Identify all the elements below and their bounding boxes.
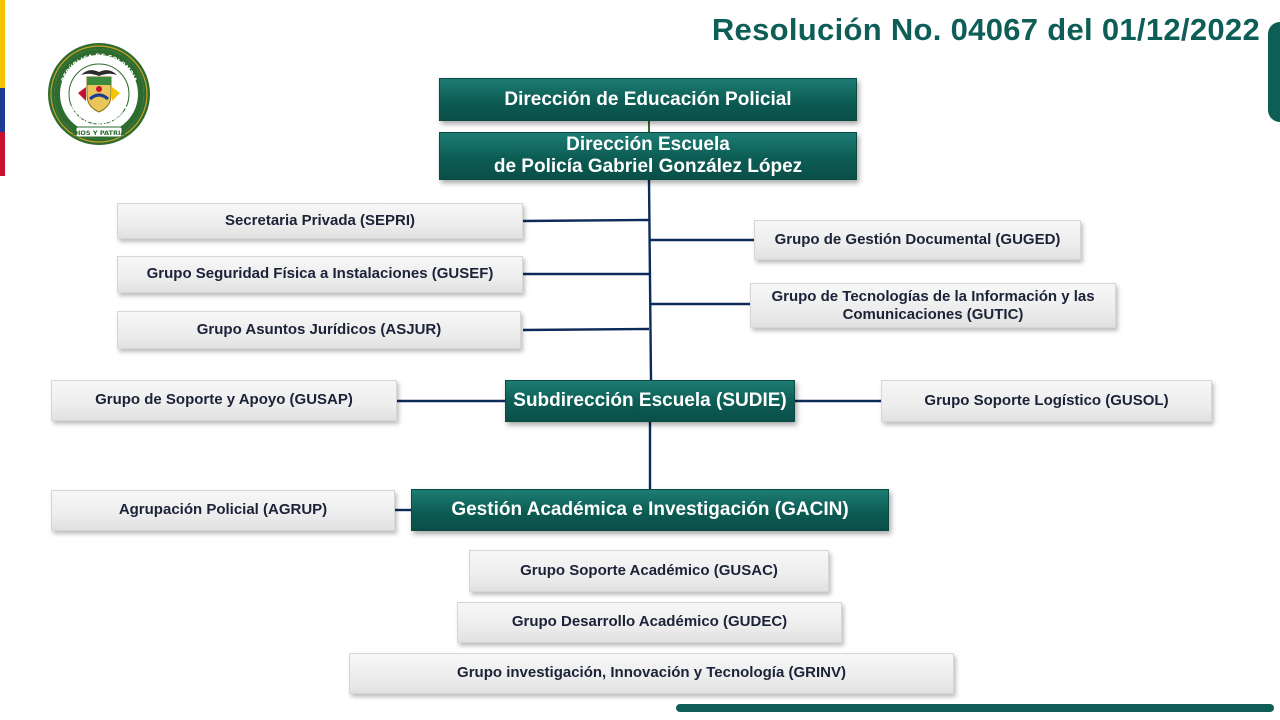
decorative-bottom-bar — [676, 704, 1274, 712]
org-box-label-line2: Comunicaciones (GUTIC) — [842, 305, 1024, 323]
org-box-label: Grupo Soporte Académico (GUSAC) — [520, 561, 778, 579]
org-box-label: Grupo de Soporte y Apoyo (GUSAP) — [95, 391, 353, 409]
decorative-side-tab — [1268, 22, 1280, 122]
org-box-grinv: Grupo investigación, Innovación y Tecnol… — [349, 653, 954, 694]
org-box-gusol: Grupo Soporte Logístico (GUSOL) — [881, 380, 1212, 422]
org-box-label: Grupo Soporte Logístico (GUSOL) — [924, 391, 1169, 409]
org-box-guged: Grupo de Gestión Documental (GUGED) — [754, 220, 1081, 260]
org-box-asjur: Grupo Asuntos Jurídicos (ASJUR) — [117, 311, 521, 349]
org-box-label-line2: de Policía Gabriel González López — [493, 156, 803, 177]
org-box-label: Secretaria Privada (SEPRI) — [224, 211, 416, 229]
org-box-gusac: Grupo Soporte Académico (GUSAC) — [469, 550, 829, 592]
org-box-label: Subdirección Escuela (SUDIE) — [513, 390, 787, 412]
org-box-label: Grupo Desarrollo Académico (GUDEC) — [511, 613, 788, 631]
org-box-label: Grupo Asuntos Jurídicos (ASJUR) — [196, 320, 442, 338]
org-box-gudec: Grupo Desarrollo Académico (GUDEC) — [457, 602, 842, 643]
org-box-label-line1: Dirección Escuela — [566, 134, 730, 156]
org-box-label-line1: Grupo de Tecnologías de la Información y… — [771, 287, 1095, 305]
org-box-label: Grupo Seguridad Física a Instalaciones (… — [146, 265, 494, 283]
org-box-gusef: Grupo Seguridad Física a Instalaciones (… — [117, 256, 523, 293]
colombia-flag-stripe — [0, 0, 5, 176]
org-box-label: Dirección de Educación Policial — [504, 88, 792, 110]
org-box-gacin: Gestión Académica e Investigación (GACIN… — [411, 489, 889, 531]
org-box-label: Gestión Académica e Investigación (GACIN… — [451, 499, 849, 521]
org-box-direccion-educacion: Dirección de Educación Policial — [439, 78, 857, 121]
org-box-sudie: Subdirección Escuela (SUDIE) — [505, 380, 795, 422]
org-box-agrup: Agrupación Policial (AGRUP) — [51, 490, 395, 531]
policia-nacional-seal-icon: REPÚBLICA DE COLOMBIA POLICÍA • NACIONAL… — [48, 43, 150, 145]
seal-motto: DIOS Y PATRIA — [73, 129, 126, 137]
org-box-label: Agrupación Policial (AGRUP) — [118, 501, 328, 519]
page-title: Resolución No. 04067 del 01/12/2022 — [711, 12, 1260, 47]
org-box-gutic: Grupo de Tecnologías de la Información y… — [750, 283, 1116, 328]
org-box-direccion-escuela: Dirección Escuela de Policía Gabriel Gon… — [439, 132, 857, 180]
org-box-label: Grupo de Gestión Documental (GUGED) — [774, 230, 1061, 248]
org-box-gusap: Grupo de Soporte y Apoyo (GUSAP) — [51, 380, 397, 421]
org-box-label: Grupo investigación, Innovación y Tecnol… — [457, 664, 846, 682]
org-box-sepri: Secretaria Privada (SEPRI) — [117, 203, 523, 239]
